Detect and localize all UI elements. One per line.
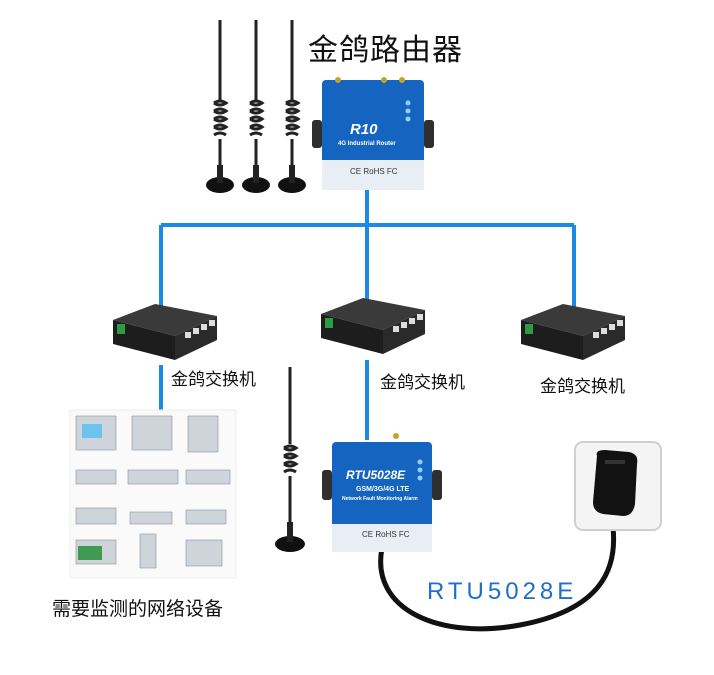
switch-label-2: 金鸽交换机 — [380, 373, 465, 393]
antenna-group — [206, 20, 306, 193]
router-title: 金鸽路由器 — [308, 33, 463, 68]
switch-device-1 — [113, 304, 217, 360]
network-devices-caption: 需要监测的网络设备 — [52, 598, 224, 620]
switch-label-1: 金鸽交换机 — [171, 370, 256, 390]
rtu-line1: GSM/3G/4G LTE — [356, 486, 410, 493]
rtu-line2: Network Fault Monitoring Alarm — [342, 496, 418, 502]
router-icon — [312, 77, 434, 190]
network-devices-icon — [69, 409, 237, 579]
rtu-cert: CE RoHS FC — [362, 530, 410, 539]
rtu-icon — [322, 433, 442, 552]
network-devices-collage — [68, 408, 238, 580]
switch-icon — [113, 304, 217, 360]
power-socket-icon — [574, 441, 662, 531]
power-cable — [378, 519, 617, 632]
rtu-model: RTU5028E — [346, 468, 406, 482]
router-device: R10 4G Industrial Router CE RoHS FC — [312, 75, 434, 193]
switch-icon — [321, 298, 425, 354]
rtu-antenna — [275, 367, 305, 552]
rtu-device: RTU5028E GSM/3G/4G LTE Network Fault Mon… — [322, 432, 442, 557]
switch-label-3: 金鸽交换机 — [540, 377, 625, 397]
antenna-icon — [206, 20, 234, 193]
antenna-icon — [242, 20, 270, 193]
rtu-caption: RTU5028E — [427, 578, 578, 605]
switch-device-3 — [521, 304, 625, 360]
antenna-icon — [275, 367, 305, 552]
switch-device-2 — [321, 298, 425, 354]
antenna-icon — [278, 20, 306, 193]
router-subtitle: 4G Industrial Router — [338, 141, 396, 147]
switch-icon — [521, 304, 625, 360]
router-model: R10 — [350, 121, 378, 138]
power-adapter — [574, 441, 662, 531]
router-cert: CE RoHS FC — [350, 167, 398, 176]
